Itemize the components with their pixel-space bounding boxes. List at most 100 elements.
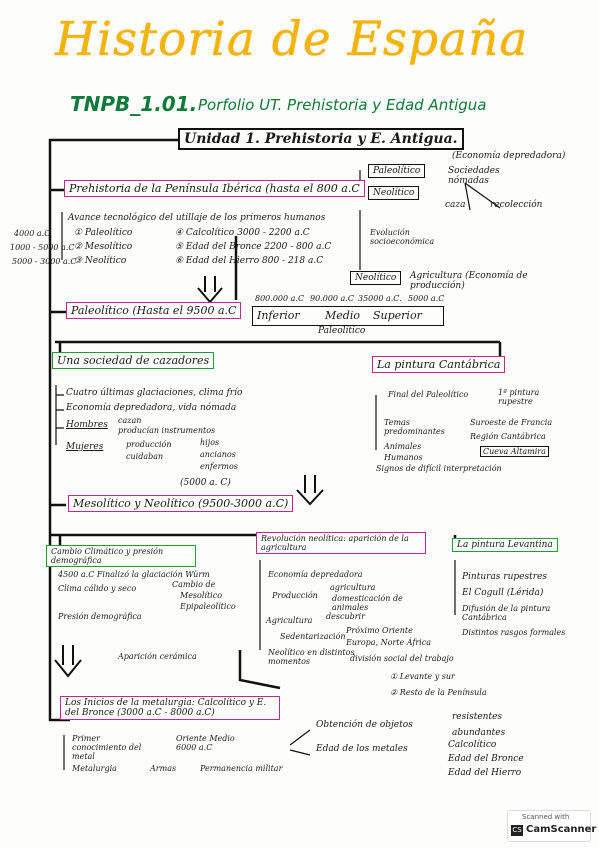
levantina-item: Distintos rasgos formales — [462, 628, 566, 637]
cazadores-item: Economía depredadora, vida nómada — [66, 403, 237, 413]
paleolitico-label: Paleolítico — [318, 326, 366, 336]
rev-produccion: Producción — [272, 591, 318, 600]
economia-text: (Economía depredadora) — [452, 151, 566, 161]
temas-text: Temas predominantes — [384, 418, 445, 436]
hijos-text: hijos — [200, 438, 220, 447]
hierro-text: Edad del Hierro — [448, 768, 522, 778]
course-code: TNPB_1.01. — [70, 92, 198, 116]
phase-date: 35000 a.C. — [358, 294, 402, 303]
rev-sedentarizacion: Sedentarización — [280, 632, 346, 641]
resistentes-text: resistentes — [452, 712, 503, 722]
cambio-box: Cambio Climático y presión demográfica — [46, 545, 196, 567]
rev-agricultura2: Agricultura — [266, 616, 313, 625]
rev-descubrir: descubrir — [326, 612, 365, 621]
armas-text: Armas — [150, 764, 177, 773]
enfermos-text: enfermos — [200, 462, 238, 471]
period-name: ② Mesolítico — [74, 242, 133, 252]
epipaleo-text: Epipaleolítico — [180, 602, 236, 611]
metalurgia-text: Metalurgia — [72, 764, 117, 773]
oriente-text: Oriente Medio 6000 a.C — [176, 734, 235, 752]
pintura-levantina-box: La pintura Levantina — [452, 538, 558, 552]
ceramica-text: Aparición cerámica — [118, 652, 197, 661]
abundantes-text: abundantes — [452, 728, 506, 738]
recoleccion-text: recolección — [490, 200, 543, 210]
agricultura-text: Agricultura (Economía de producción) — [410, 271, 528, 291]
animales-text: Animales — [384, 442, 422, 451]
paleolitico-box: Paleolítico (Hasta el 9500 a.C — [66, 302, 242, 319]
primera-text: 1ª pintura rupestre — [498, 388, 540, 406]
revolucion-box: Revolución neolítica: aparición de la ag… — [256, 532, 426, 554]
caza-text: caza — [445, 200, 466, 210]
presion-text: Presión demográfica — [58, 612, 142, 621]
camscanner-text: CamScanner — [526, 824, 597, 835]
region-text: Región Cantábrica — [470, 432, 546, 441]
neolitico-tag: Neolítico — [368, 186, 420, 200]
suroeste-text: Suroeste de Francia — [470, 418, 553, 427]
avance-text: Avance tecnológico del utillaje de los p… — [68, 213, 326, 223]
mujeres-text: Mujeres — [66, 442, 104, 452]
evolucion-text: Evolución socioeconómica — [370, 228, 435, 246]
period-name: ① Paleolítico — [74, 228, 133, 238]
humanos-text: Humanos — [384, 453, 423, 462]
rev-levante: ① Levante y sur — [390, 672, 455, 681]
levantina-item: Pinturas rupestres — [462, 572, 547, 582]
rev-proximo: Próximo Oriente — [346, 626, 413, 635]
phase-superior: Superior — [373, 309, 422, 322]
produccion-text: producción — [126, 440, 172, 449]
fecha-text: (5000 a. C) — [180, 478, 231, 488]
prehistoria-box: Prehistoria de la Península Ibérica (has… — [64, 180, 365, 197]
cueva-text: Cueva Altamira — [480, 446, 549, 457]
scanned-text: Scanned with — [522, 813, 570, 821]
period-date: 4000 a.C — [14, 229, 51, 238]
camscanner-icon: CS — [511, 825, 523, 836]
phase-medio: Medio — [325, 309, 360, 322]
cazadores-box: Una sociedad de cazadores — [52, 352, 215, 369]
signos-text: Signos de difícil interpretación — [376, 464, 502, 473]
mesolitico-box: Mesolítico y Neolítico (9500-3000 a.C) — [68, 495, 294, 512]
subtitle: Porfolio UT. Prehistoria y Edad Antigua — [198, 96, 487, 114]
period-date: 5000 - 3000 a.C — [12, 257, 77, 266]
levantina-item: Difusión de la pintura Cantábrica — [462, 604, 551, 622]
period-name: ③ Neolítico — [74, 256, 127, 266]
page-title: Historia de España — [55, 12, 529, 67]
obtencion-text: Obtención de objetos — [316, 720, 413, 730]
pintura-cantabrica-box: La pintura Cantábrica — [372, 356, 506, 373]
phase-date: 90.000 a.C — [310, 294, 354, 303]
period-other: ⑤ Edad del Bronce 2200 - 800 a.C — [175, 242, 332, 252]
clima-text: Clima cálido y seco — [58, 584, 137, 593]
phase-date: 800.000 a.C — [255, 294, 305, 303]
rev-resto: ② Resto de la Península — [390, 688, 487, 697]
producen-text: producían instrumentos — [118, 426, 216, 435]
edad-text: Edad de los metales — [316, 744, 408, 754]
ancianos-text: ancianos — [200, 450, 236, 459]
phase-inferior: Inferior — [257, 309, 300, 322]
rev-agricultura: agricultura — [330, 583, 376, 592]
unit-title: Unidad 1. Prehistoria y E. Antigua. — [178, 128, 464, 150]
sociedades-text: Sociedades nómadas — [448, 166, 500, 186]
rev-domesticacion: domesticación de animales — [332, 594, 403, 612]
levantina-item: El Cogull (Lérida) — [462, 588, 544, 598]
phase-date: 5000 a.C — [408, 294, 445, 303]
rev-division: división social del trabajo — [350, 654, 454, 663]
period-other: ④ Calcolítico 3000 - 2200 a.C — [175, 228, 310, 238]
phase-table: Inferior Medio Superior — [252, 306, 444, 326]
cambio-de-text: Cambio de — [172, 580, 216, 589]
paleolitico-tag: Paleolítico — [368, 164, 426, 178]
permanencia-text: Permanencia militar — [200, 764, 283, 773]
primer-text: Primer conocimiento del metal — [72, 734, 142, 761]
calco-text: Calcolítico — [448, 740, 497, 750]
mesolitico-text: Mesolítico — [180, 591, 223, 600]
camscanner-watermark: Scanned with CS CamScanner — [507, 810, 596, 842]
cazadores-item: Cuatro últimas glaciaciones, clima frío — [66, 388, 243, 398]
fin-text: 4500 a.C Finalizó la glaciación Würm — [58, 570, 210, 579]
period-other: ⑥ Edad del Hierro 800 - 218 a.C — [175, 256, 324, 266]
period-date: 1000 - 5000 a.C — [10, 243, 75, 252]
neolitico-tag-2: Neolítico — [350, 271, 402, 285]
bronce-text: Edad del Bronce — [448, 754, 524, 764]
final-text: Final del Paleolítico — [388, 390, 469, 399]
hombres-text: Hombres — [66, 420, 108, 430]
rev-neolitico: Neolítico en distintos momentos — [268, 648, 355, 666]
cazan-text: cazan — [118, 416, 142, 425]
rev-economia: Economía depredadora — [268, 570, 363, 579]
